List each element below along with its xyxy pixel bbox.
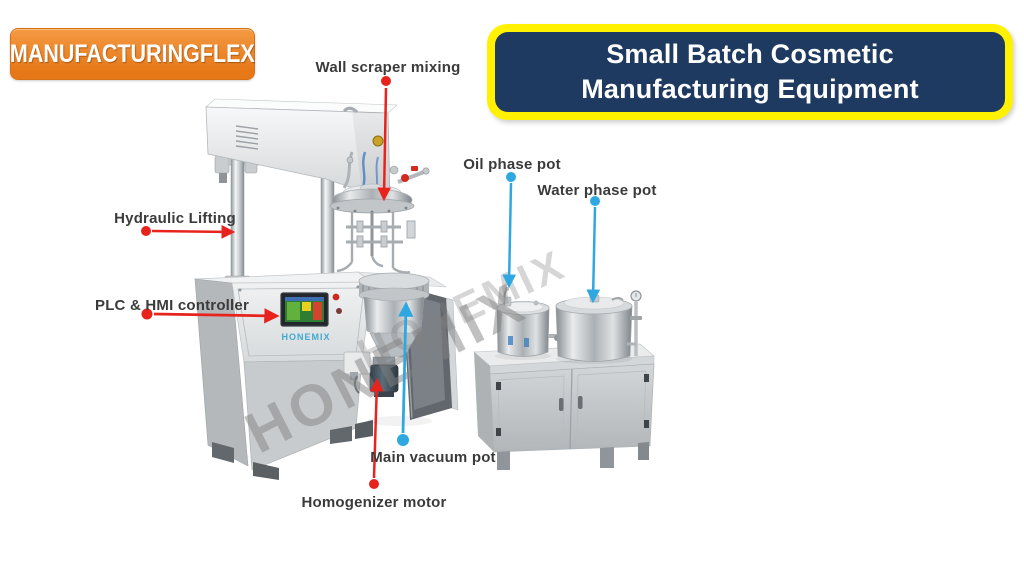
oil-phase-pot-shape	[496, 287, 550, 357]
dot-wall-scraper	[381, 76, 391, 86]
phase-pots-bench	[473, 287, 655, 470]
top-beam	[205, 98, 398, 198]
gold-badge	[372, 135, 384, 147]
panel-button-dark	[336, 308, 342, 314]
dot-hydraulic	[141, 226, 151, 236]
annotation-lines	[141, 76, 601, 489]
label-oil-phase-pot: Oil phase pot	[463, 156, 561, 173]
dot-homogenizer	[369, 479, 379, 489]
scraper-frame	[336, 212, 416, 274]
vacuum-pot-section	[343, 271, 459, 426]
gauge-piping	[627, 290, 642, 356]
dot-water-phase	[590, 196, 600, 206]
label-homogenizer-motor: Homogenizer motor	[301, 494, 447, 511]
water-phase-pot-shape	[555, 291, 633, 362]
label-water-phase-pot: Water phase pot	[537, 182, 657, 199]
hmi-touchscreen	[280, 292, 329, 327]
mixing-vessel-lid	[329, 183, 415, 214]
panel-button-red	[332, 293, 340, 301]
door-handle-right	[578, 396, 583, 409]
dot-plc	[141, 308, 153, 320]
brand-logo-badge: MANUFACTURINGFLEX	[10, 28, 255, 80]
vent-slots	[235, 125, 259, 150]
brand-logo-panel: HONEMIX	[281, 332, 330, 342]
brand-logo-text: MANUFACTURINGFLEX	[10, 39, 255, 68]
red-valve	[401, 174, 409, 182]
dot-oil-phase	[506, 172, 516, 182]
main-mixer-machine: HONEMIX	[193, 98, 459, 480]
title-line-2: Manufacturing Equipment	[581, 74, 919, 104]
label-wall-scraper-mixing: Wall scraper mixing	[315, 59, 461, 76]
lid-handle	[342, 106, 359, 114]
title-banner: Small Batch Cosmetic Manufacturing Equip…	[487, 24, 1013, 120]
title-line-1: Small Batch Cosmetic	[606, 38, 894, 69]
door-handle-left	[559, 398, 564, 411]
label-hydraulic-lifting: Hydraulic Lifting	[114, 210, 236, 227]
label-main-vacuum-pot: Main vacuum pot	[370, 449, 496, 466]
dot-main-vacuum	[397, 434, 409, 446]
bench-cabinet	[489, 363, 655, 453]
title-banner-inner: Small Batch Cosmetic Manufacturing Equip…	[495, 32, 1005, 112]
label-plc-hmi-controller: PLC & HMI controller	[94, 297, 250, 314]
base-cabinet: HONEMIX	[193, 271, 374, 480]
